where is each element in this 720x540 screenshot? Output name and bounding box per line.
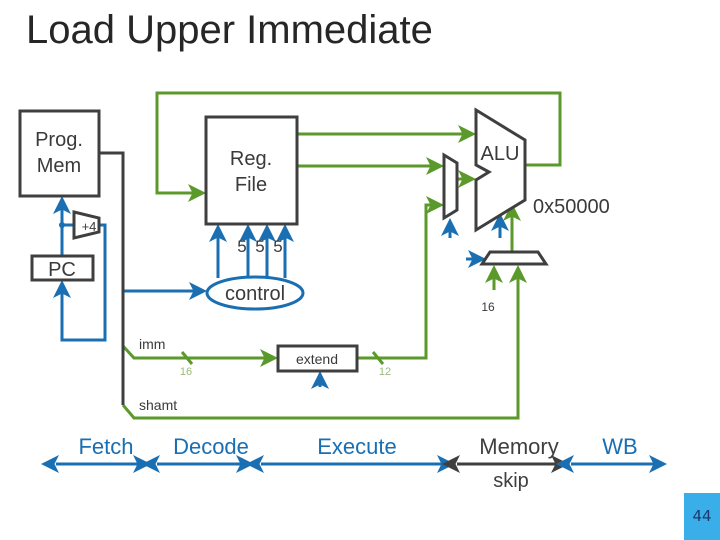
- reg-width-label-2: 5: [255, 237, 264, 256]
- alu-block: [474, 107, 527, 233]
- imm-wire: [121, 344, 278, 367]
- stage-fetch-label: Fetch: [78, 434, 133, 459]
- stage-decode-label: Decode: [173, 434, 249, 459]
- lower-mux: [479, 250, 549, 266]
- stage-execute-label: Execute: [317, 434, 397, 459]
- imm-width-label: 16: [180, 366, 192, 378]
- imm-width-tick: [180, 351, 194, 365]
- prog-mem-label-1: Prog.: [35, 129, 83, 151]
- page-number: 44: [692, 507, 712, 525]
- reg-width-tick-1: [242, 235, 254, 241]
- page-number-badge: 44: [684, 493, 720, 540]
- reg-file-label-1: Reg.: [230, 148, 272, 170]
- pc-junction-dot: [59, 222, 65, 228]
- writeback-wire: [155, 91, 562, 202]
- slide-title: Load Upper Immediate: [26, 8, 433, 52]
- extend-width-label: 12: [379, 366, 391, 378]
- reg-width-tick-2: [261, 235, 273, 241]
- pc-adder: [72, 210, 101, 240]
- extend-out-wire: [357, 196, 444, 360]
- stage-wb-label: WB: [602, 434, 637, 459]
- control-label: control: [225, 283, 285, 305]
- stage-memory-skip-note: skip: [493, 470, 529, 492]
- alu-result-value: 0x50000: [533, 196, 610, 218]
- extend-width-tick: [371, 351, 385, 365]
- alu-label: ALU: [481, 143, 520, 165]
- mux-width-label: 16: [481, 300, 495, 314]
- stage-memory-label: Memory: [479, 434, 558, 459]
- prog-mem-block: [18, 109, 101, 198]
- pc-loop-wire: [53, 223, 107, 342]
- control-unit: [205, 275, 305, 311]
- extend-label: extend: [296, 351, 338, 367]
- instruction-bus: [99, 151, 125, 405]
- extend-block: [276, 344, 359, 373]
- pc-label: PC: [48, 259, 76, 281]
- imm-label: imm: [139, 336, 165, 352]
- reg-file-label-2: File: [235, 174, 267, 196]
- shamt-wire: [121, 265, 527, 420]
- alu-input-mux: [442, 152, 459, 221]
- adder-label: +4: [82, 219, 97, 234]
- reg-width-label-1: 5: [237, 237, 246, 256]
- reg-width-tick-3: [279, 235, 291, 241]
- reg-file-block: [204, 115, 299, 226]
- shamt-label: shamt: [139, 397, 177, 413]
- reg-width-label-3: 5: [273, 237, 282, 256]
- pc-register: [30, 254, 95, 282]
- prog-mem-label-2: Mem: [37, 155, 81, 177]
